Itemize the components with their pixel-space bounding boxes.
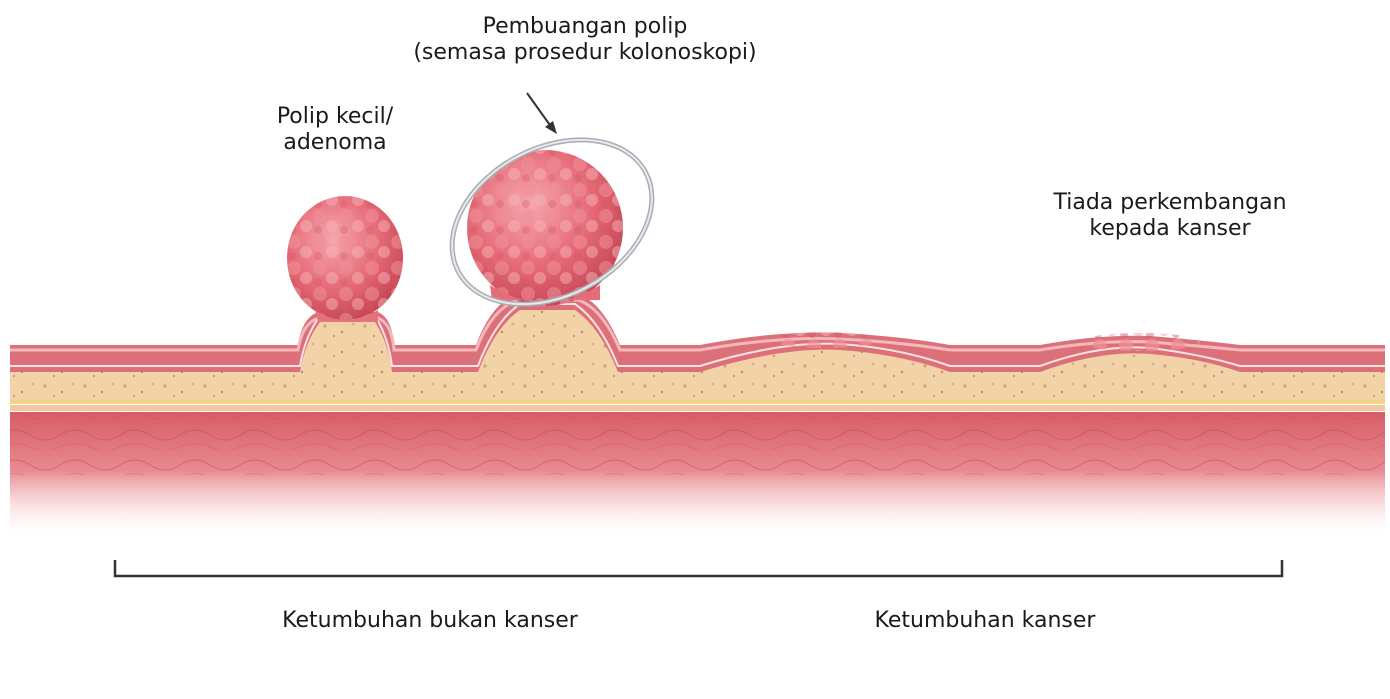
label-no-progression: Tiada perkembangan kepada kanser (1005, 190, 1335, 242)
label-no-progression-line1: Tiada perkembangan (1005, 190, 1335, 216)
serosa-line (10, 400, 1385, 404)
label-small-polyp-line1: Polip kecil/ (235, 104, 435, 130)
bracket (115, 560, 1282, 576)
label-polyp-removal-line2: (semasa prosedur kolonoskopi) (345, 40, 825, 66)
flat-lesion-1 (770, 332, 880, 348)
serosa-line-2 (10, 405, 1385, 411)
label-polyp-removal-line1: Pembuangan polip (345, 14, 825, 40)
label-small-polyp: Polip kecil/ adenoma (235, 104, 435, 156)
label-no-progression-line2: kepada kanser (1005, 216, 1335, 242)
small-polyp (287, 196, 403, 322)
flat-lesion-2 (1080, 333, 1200, 351)
label-benign-growth: Ketumbuhan bukan kanser (230, 608, 630, 634)
arrow-head (545, 121, 557, 134)
removal-arrow (527, 93, 552, 128)
label-cancer-growth: Ketumbuhan kanser (820, 608, 1150, 634)
muscle-texture (10, 415, 1385, 475)
label-small-polyp-line2: adenoma (235, 130, 435, 156)
label-polyp-removal: Pembuangan polip (semasa prosedur kolono… (345, 14, 825, 66)
